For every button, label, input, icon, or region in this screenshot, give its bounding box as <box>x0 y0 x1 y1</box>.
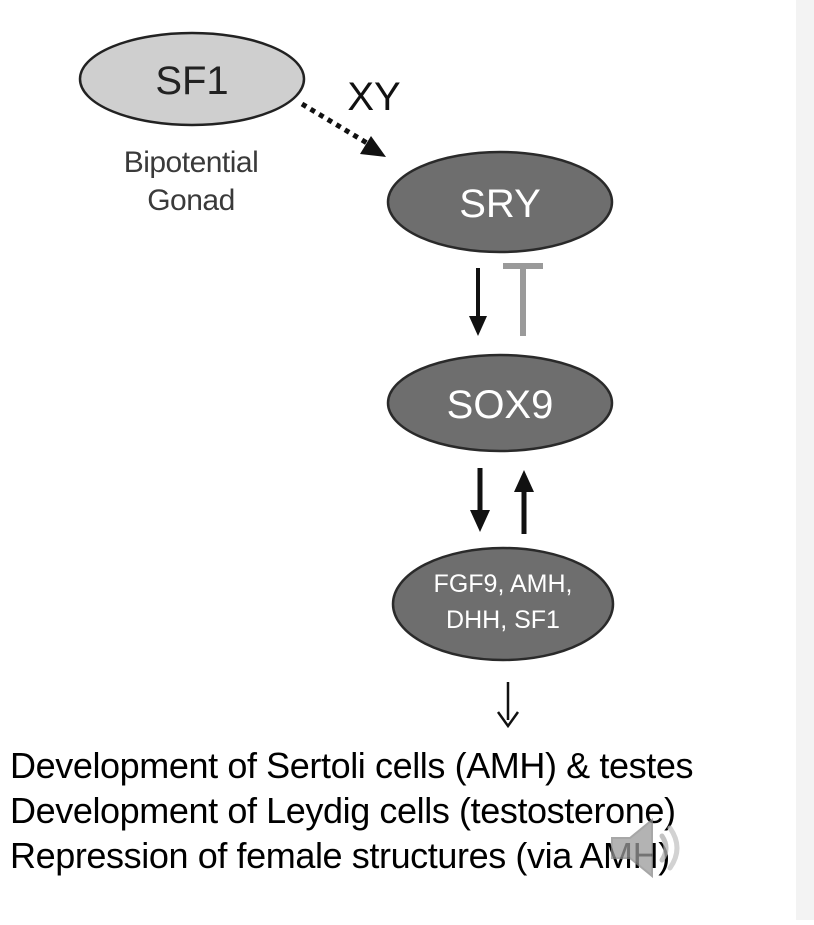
outcome-item-2: Development of Leydig cells (testosteron… <box>10 790 676 831</box>
outcomes-list: Development of Sertoli cells (AMH) & tes… <box>10 743 790 878</box>
targets-node: FGF9, AMH, DHH, SF1 <box>391 546 615 662</box>
sry-node: SRY <box>386 150 614 254</box>
bipotential-line1: Bipotential <box>123 146 259 179</box>
arrow-targets-to-sox9 <box>514 470 534 534</box>
sry-label: SRY <box>459 182 541 226</box>
dotted-arrow-sf1-to-sry <box>300 101 386 157</box>
sox9-label: SOX9 <box>447 383 554 427</box>
outcome-item-1: Development of Sertoli cells (AMH) & tes… <box>10 745 694 786</box>
bipotential-gonad-label: Bipotential Gonad <box>86 144 296 220</box>
targets-label-line1: FGF9, AMH, <box>434 570 573 598</box>
diagram-canvas: SF1 XY SRY SOX9 <box>78 31 615 729</box>
inhibition-sox9-to-sry <box>503 263 543 336</box>
arrow-sry-to-sox9 <box>469 268 487 336</box>
outcome-item-3: Repression of female structures (via AMH… <box>10 835 670 876</box>
targets-label-line2: DHH, SF1 <box>446 606 560 634</box>
sox9-node: SOX9 <box>386 353 614 453</box>
speaker-icon[interactable] <box>604 808 694 888</box>
xy-label: XY <box>347 75 400 119</box>
arrow-to-outcomes <box>496 682 520 729</box>
sf1-node: SF1 <box>78 31 306 127</box>
dotted-arrow-head <box>360 136 386 157</box>
right-edge-strip <box>796 0 814 920</box>
bipotential-line2: Gonad <box>147 184 235 217</box>
arrow-sox9-to-targets <box>470 468 490 532</box>
sex-determination-diagram: SF1 XY SRY SOX9 <box>10 31 790 888</box>
sf1-label: SF1 <box>155 59 228 103</box>
